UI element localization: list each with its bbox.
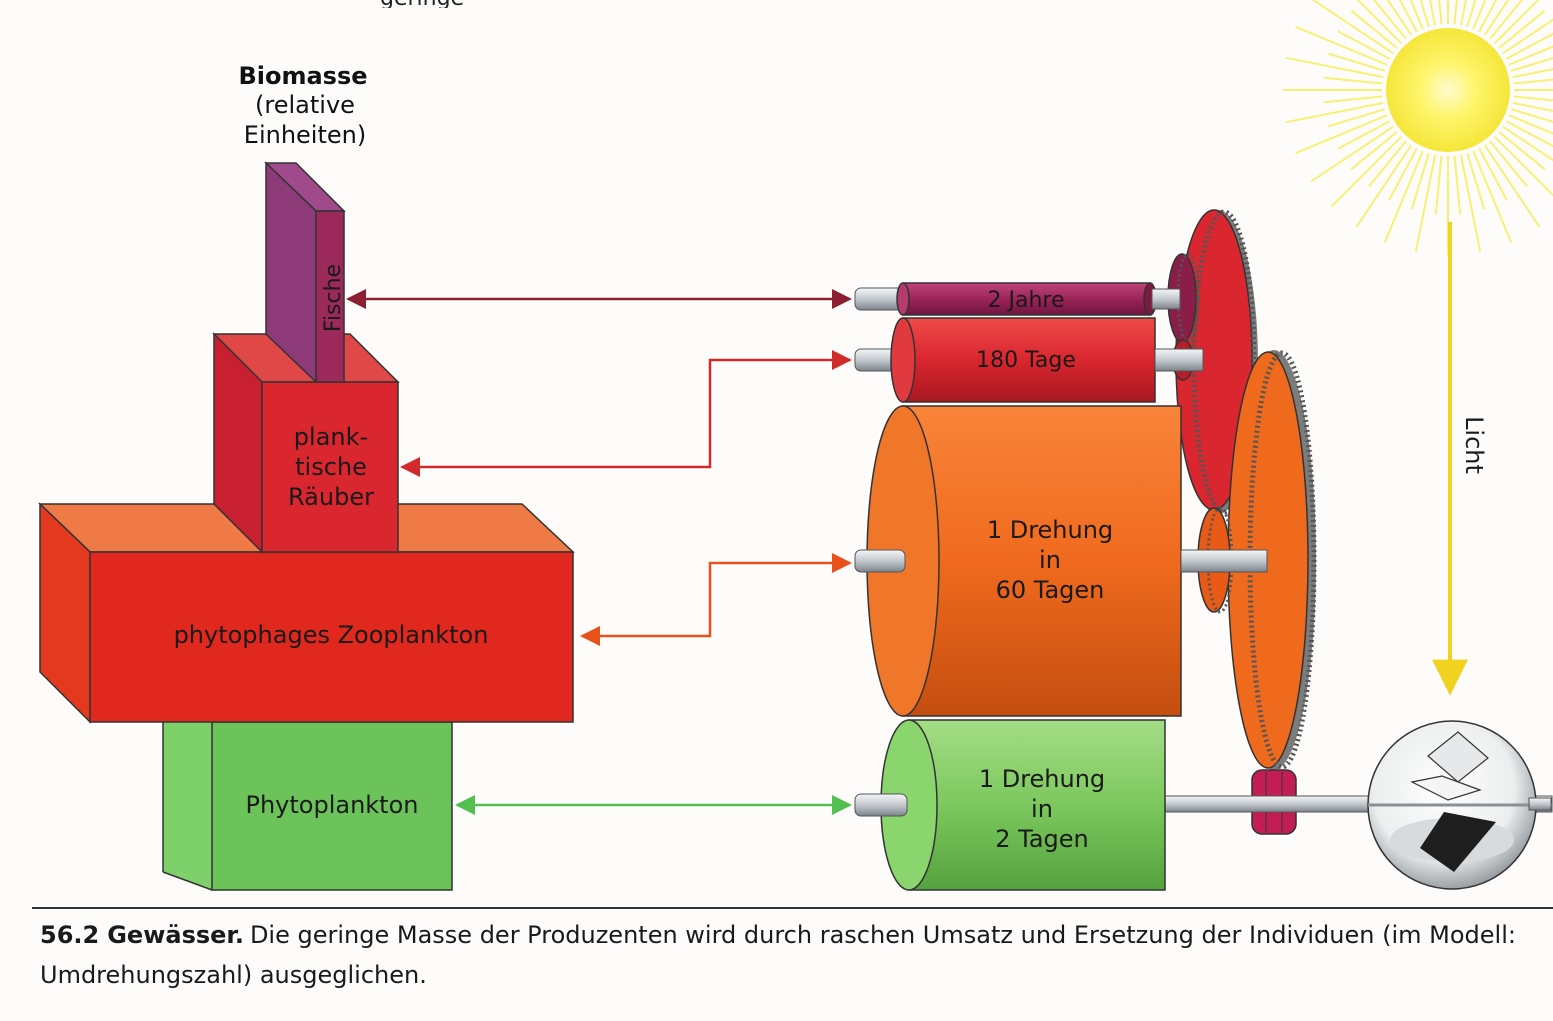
roller-60-tagen-line1: 1 Drehung <box>987 516 1113 544</box>
sun-ray <box>1472 0 1487 30</box>
arrow-zooplankton <box>580 553 852 646</box>
sun-ray <box>1466 152 1486 210</box>
roller-60-tagen-line2: in <box>1039 546 1061 574</box>
sun-ray <box>1310 125 1394 183</box>
sun-ray <box>1295 114 1388 155</box>
sun-ray <box>1472 150 1513 243</box>
sun-ray <box>1328 108 1386 128</box>
raeuber-label-line3: Räuber <box>288 483 374 511</box>
sun-ray <box>1512 101 1553 112</box>
roller-180-tage-label: 180 Tage <box>976 348 1076 373</box>
zooplankton-block <box>38 502 575 724</box>
sun-ray <box>1295 25 1388 66</box>
sun-ray <box>1459 154 1482 253</box>
top-cut-text: geringe <box>380 0 1360 8</box>
sun-ray <box>1388 147 1418 201</box>
caption-text: Die geringe Masse der Produzenten wird d… <box>40 921 1516 989</box>
sun-ray <box>1328 52 1386 72</box>
roller-60-tagen-line3: 60 Tagen <box>996 576 1105 604</box>
sun-ray <box>1483 144 1541 228</box>
sun-ray <box>1510 108 1553 123</box>
sun-ray <box>1285 56 1384 79</box>
sun-ray <box>1330 135 1403 208</box>
roller-180-tage <box>854 317 1204 403</box>
sun-ray <box>1493 135 1553 197</box>
axle-end <box>1528 797 1552 811</box>
sun-ray <box>1478 0 1498 33</box>
sun-ray <box>1502 125 1553 162</box>
sun-ray <box>1508 45 1553 66</box>
sun-ray <box>1505 120 1553 148</box>
caption-number: 56.2 <box>40 921 100 949</box>
sun-ray <box>1502 18 1553 55</box>
sun-ray <box>1493 0 1540 45</box>
sun-ray <box>1367 140 1407 188</box>
gear-orange-large <box>1227 350 1317 770</box>
sun-ray <box>1512 68 1553 79</box>
roller-60-tagen <box>854 405 1268 717</box>
sun-ray <box>1510 57 1553 72</box>
roller-2-jahre <box>854 282 1181 316</box>
sun-ray <box>1337 30 1391 60</box>
sun-ray <box>1434 155 1443 215</box>
roller-2-tagen-line1: 1 Drehung <box>979 765 1105 793</box>
sun-ray <box>1383 150 1424 243</box>
sun-ray <box>1498 9 1546 49</box>
sun-ray <box>1453 155 1462 215</box>
sun-ray <box>1508 114 1553 135</box>
licht-label: Licht <box>1460 416 1488 474</box>
sun-ray <box>1386 0 1413 36</box>
sun-ray <box>1350 9 1398 49</box>
fische-block <box>264 161 346 384</box>
sun-ray <box>1466 0 1477 28</box>
arrow-raeuber <box>400 350 852 477</box>
sun-ray <box>1453 0 1458 25</box>
sun-ray <box>1311 0 1394 55</box>
roller-2-tagen-line3: 2 Tagen <box>995 825 1089 853</box>
phytoplankton-label: Phytoplankton <box>245 791 418 819</box>
sun-ray <box>1409 0 1424 30</box>
photo-sensor-globe <box>1367 720 1552 890</box>
sun-ray <box>1438 0 1443 25</box>
sun-ray <box>1372 0 1407 40</box>
phytoplankton-block <box>162 721 453 891</box>
sun-ray <box>1285 101 1384 124</box>
raeuber-label-line2: tische <box>295 453 367 481</box>
sun-icon <box>1283 0 1553 255</box>
fische-label: Fische <box>321 264 346 332</box>
sun-ray <box>1505 32 1553 60</box>
sun-ray <box>1414 154 1437 253</box>
zooplankton-label: phytophages Zooplankton <box>174 621 489 649</box>
sun-ray <box>1459 0 1467 26</box>
roller-2-tagen-line2: in <box>1031 795 1053 823</box>
sun-ray <box>1478 147 1508 201</box>
sun-ray <box>1513 95 1553 102</box>
caption-rule <box>32 907 1553 909</box>
sun-ray <box>1323 76 1383 85</box>
caption-title: Gewässer. <box>107 921 244 949</box>
sun-ray <box>1337 120 1391 150</box>
sun-ray <box>1498 131 1546 171</box>
sun-ray <box>1323 95 1383 104</box>
roller-2-jahre-label: 2 Jahre <box>988 288 1065 313</box>
biomass-subtitle-line3: Einheiten) <box>244 121 366 149</box>
sun-ray <box>1350 131 1398 171</box>
raeuber-label-line1: plank- <box>294 423 368 451</box>
sun-ray <box>1398 0 1418 33</box>
sun-ray <box>1513 78 1553 85</box>
sun-ray <box>1410 152 1430 210</box>
sun-ray <box>1489 0 1524 40</box>
sun-ray <box>1489 140 1529 188</box>
roller-2-tagen <box>854 719 1166 891</box>
raeuber-block <box>212 332 400 554</box>
sun-ray <box>1356 0 1403 45</box>
sun-ray <box>1429 0 1437 26</box>
biomass-subtitle-line2: (relative <box>255 91 355 119</box>
sun-ray <box>1419 0 1430 28</box>
sun-ray <box>1355 144 1413 228</box>
biomass-title: Biomasse <box>238 62 367 90</box>
sun-ray <box>1483 0 1510 36</box>
